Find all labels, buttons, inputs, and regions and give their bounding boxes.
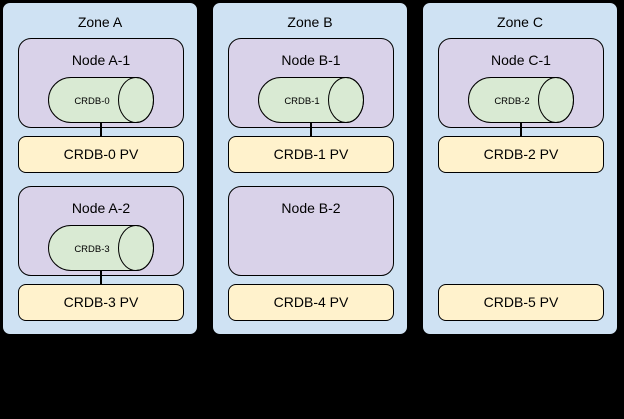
node-b-1: Node B-1 CRDB-1 [228, 38, 394, 128]
node-a-2-label: Node A-2 [71, 200, 131, 216]
pod-cylinder-crdb-3: CRDB-3 [48, 225, 154, 271]
node-c-1: Node C-1 CRDB-2 [438, 38, 604, 128]
zone-c-label: Zone C [497, 14, 543, 30]
node-a-2: Node A-2 CRDB-3 [18, 186, 184, 276]
zone-b: Zone B Node B-1 CRDB-1 CRDB-1 PV Node B-… [212, 2, 408, 335]
zone-b-label: Zone B [287, 14, 333, 30]
pod-cylinder-crdb-1: CRDB-1 [258, 77, 364, 123]
pod-crdb-2-label: CRDB-2 [494, 96, 529, 107]
pv-crdb-5: CRDB-5 PV [438, 284, 604, 321]
zone-a-label: Zone A [77, 14, 123, 30]
node-a-1-label: Node A-1 [71, 52, 131, 68]
pv-crdb-1: CRDB-1 PV [228, 136, 394, 173]
connector-crdb-3-to-pv [100, 271, 102, 284]
pod-crdb-3-label: CRDB-3 [74, 244, 109, 255]
node-c-1-label: Node C-1 [491, 52, 551, 68]
node-a-1: Node A-1 CRDB-0 [18, 38, 184, 128]
pod-crdb-1-label: CRDB-1 [284, 96, 319, 107]
pod-cylinder-crdb-0: CRDB-0 [48, 77, 154, 123]
zone-a: Zone A Node A-1 CRDB-0 CRDB-0 PV Node A-… [2, 2, 198, 335]
pv-crdb-2: CRDB-2 PV [438, 136, 604, 173]
pv-crdb-4: CRDB-4 PV [228, 284, 394, 321]
node-b-2-label: Node B-2 [281, 200, 341, 216]
pv-crdb-0: CRDB-0 PV [18, 136, 184, 173]
pod-crdb-0-label: CRDB-0 [74, 96, 109, 107]
pv-crdb-3: CRDB-3 PV [18, 284, 184, 321]
pod-cylinder-crdb-2: CRDB-2 [468, 77, 574, 123]
connector-crdb-1-to-pv [310, 123, 312, 136]
zone-c: Zone C Node C-1 CRDB-2 CRDB-2 PV CRDB-5 … [422, 2, 618, 335]
connector-crdb-0-to-pv [100, 123, 102, 136]
connector-crdb-2-to-pv [520, 123, 522, 136]
node-b-2: Node B-2 [228, 186, 394, 276]
node-b-1-label: Node B-1 [281, 52, 341, 68]
